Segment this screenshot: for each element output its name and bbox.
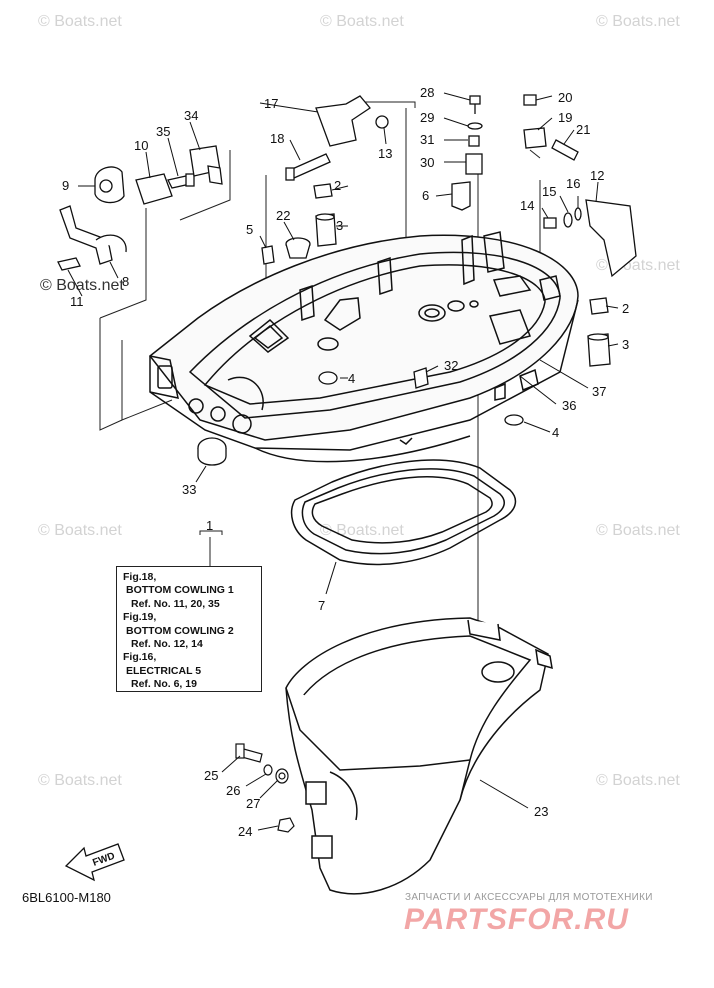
fig-line-2: BOTTOM COWLING 1 xyxy=(126,584,234,597)
watermark-2: © Boats.net xyxy=(320,13,404,30)
ref-9: 9 xyxy=(62,178,69,193)
watermark-11: © Boats.net xyxy=(40,277,124,294)
ref-22: 22 xyxy=(276,208,290,223)
ref-6: 6 xyxy=(422,188,429,203)
ref-32: 32 xyxy=(444,358,458,373)
bottom-cowling-upper xyxy=(148,231,579,463)
ref-11: 11 xyxy=(70,294,84,309)
ref-3-upper: 3 xyxy=(336,218,343,233)
ref-17: 17 xyxy=(264,96,278,111)
watermark-4: © Boats.net xyxy=(38,522,122,539)
figure-reference-box: Fig.18, BOTTOM COWLING 1 Ref. No. 11, 20… xyxy=(116,566,262,692)
diagram-code: 6BL6100-M180 xyxy=(22,890,111,905)
watermark-1: © Boats.net xyxy=(38,13,122,30)
ref-1: 1 xyxy=(206,518,213,533)
fig-line-7: Fig.16, xyxy=(123,651,157,664)
site-tagline: ЗАПЧАСТИ И АКСЕССУАРЫ ДЛЯ МОТОТЕХНИКИ xyxy=(405,892,653,903)
watermark-3: © Boats.net xyxy=(596,13,680,30)
ref-3-right: 3 xyxy=(622,337,629,352)
ref-15: 15 xyxy=(542,184,556,199)
seal-part-7 xyxy=(290,459,517,566)
ref-19: 19 xyxy=(558,110,572,125)
ref-2-right: 2 xyxy=(622,301,629,316)
site-brand-logo[interactable]: PARTSFOR.RU xyxy=(404,903,629,936)
ref-23: 23 xyxy=(534,804,548,819)
watermark-7: © Boats.net xyxy=(38,772,122,789)
fig-line-9: Ref. No. 6, 19 xyxy=(131,678,197,691)
ref-30: 30 xyxy=(420,155,434,170)
fwd-arrow-icon: FWD xyxy=(64,843,125,882)
ref-12: 12 xyxy=(590,168,604,183)
part-reference-labels: 1 2 2 3 3 4 4 5 6 7 8 9 10 11 12 13 14 1… xyxy=(62,85,629,839)
ref-18: 18 xyxy=(270,131,284,146)
fig-line-1: Fig.18, xyxy=(123,571,157,583)
ref-36: 36 xyxy=(562,398,576,413)
ref-26: 26 xyxy=(226,783,240,798)
small-parts xyxy=(57,94,637,466)
ref-16: 16 xyxy=(566,176,580,191)
fig-line-8: ELECTRICAL 5 xyxy=(126,664,202,677)
fig-line-6: Ref. No. 12, 14 xyxy=(131,638,203,651)
ref-25: 25 xyxy=(204,768,218,783)
ref-10: 10 xyxy=(134,138,148,153)
ref-13: 13 xyxy=(378,146,392,161)
ref-34: 34 xyxy=(184,108,198,123)
watermark-9: © Boats.net xyxy=(596,772,680,789)
ref-4-center: 4 xyxy=(348,371,355,386)
ref-24: 24 xyxy=(238,824,252,839)
watermark-6: © Boats.net xyxy=(596,522,680,539)
ref-21: 21 xyxy=(576,122,590,137)
fig-line-3: Ref. No. 11, 20, 35 xyxy=(131,597,220,610)
fasteners-24-27 xyxy=(235,743,295,833)
fig-line-4: Fig.19, xyxy=(123,611,157,624)
leader-lines xyxy=(67,92,619,831)
bottom-cowling-lower-23 xyxy=(285,617,553,895)
ref-7: 7 xyxy=(318,598,325,613)
ref-37: 37 xyxy=(592,384,606,399)
ref-35: 35 xyxy=(156,124,170,139)
ref-4-right: 4 xyxy=(552,425,559,440)
ref-5: 5 xyxy=(246,222,253,237)
ref-28: 28 xyxy=(420,85,434,100)
ref-33: 33 xyxy=(182,482,196,497)
ref-8: 8 xyxy=(122,274,129,289)
ref-27: 27 xyxy=(246,796,260,811)
ref-2-upper: 2 xyxy=(334,178,341,193)
ref-14: 14 xyxy=(520,198,534,213)
ref-20: 20 xyxy=(558,90,572,105)
ref-30-31-upper: 31 xyxy=(420,132,434,147)
fig-line-5: BOTTOM COWLING 2 xyxy=(126,624,234,637)
ref-29: 29 xyxy=(420,110,434,125)
